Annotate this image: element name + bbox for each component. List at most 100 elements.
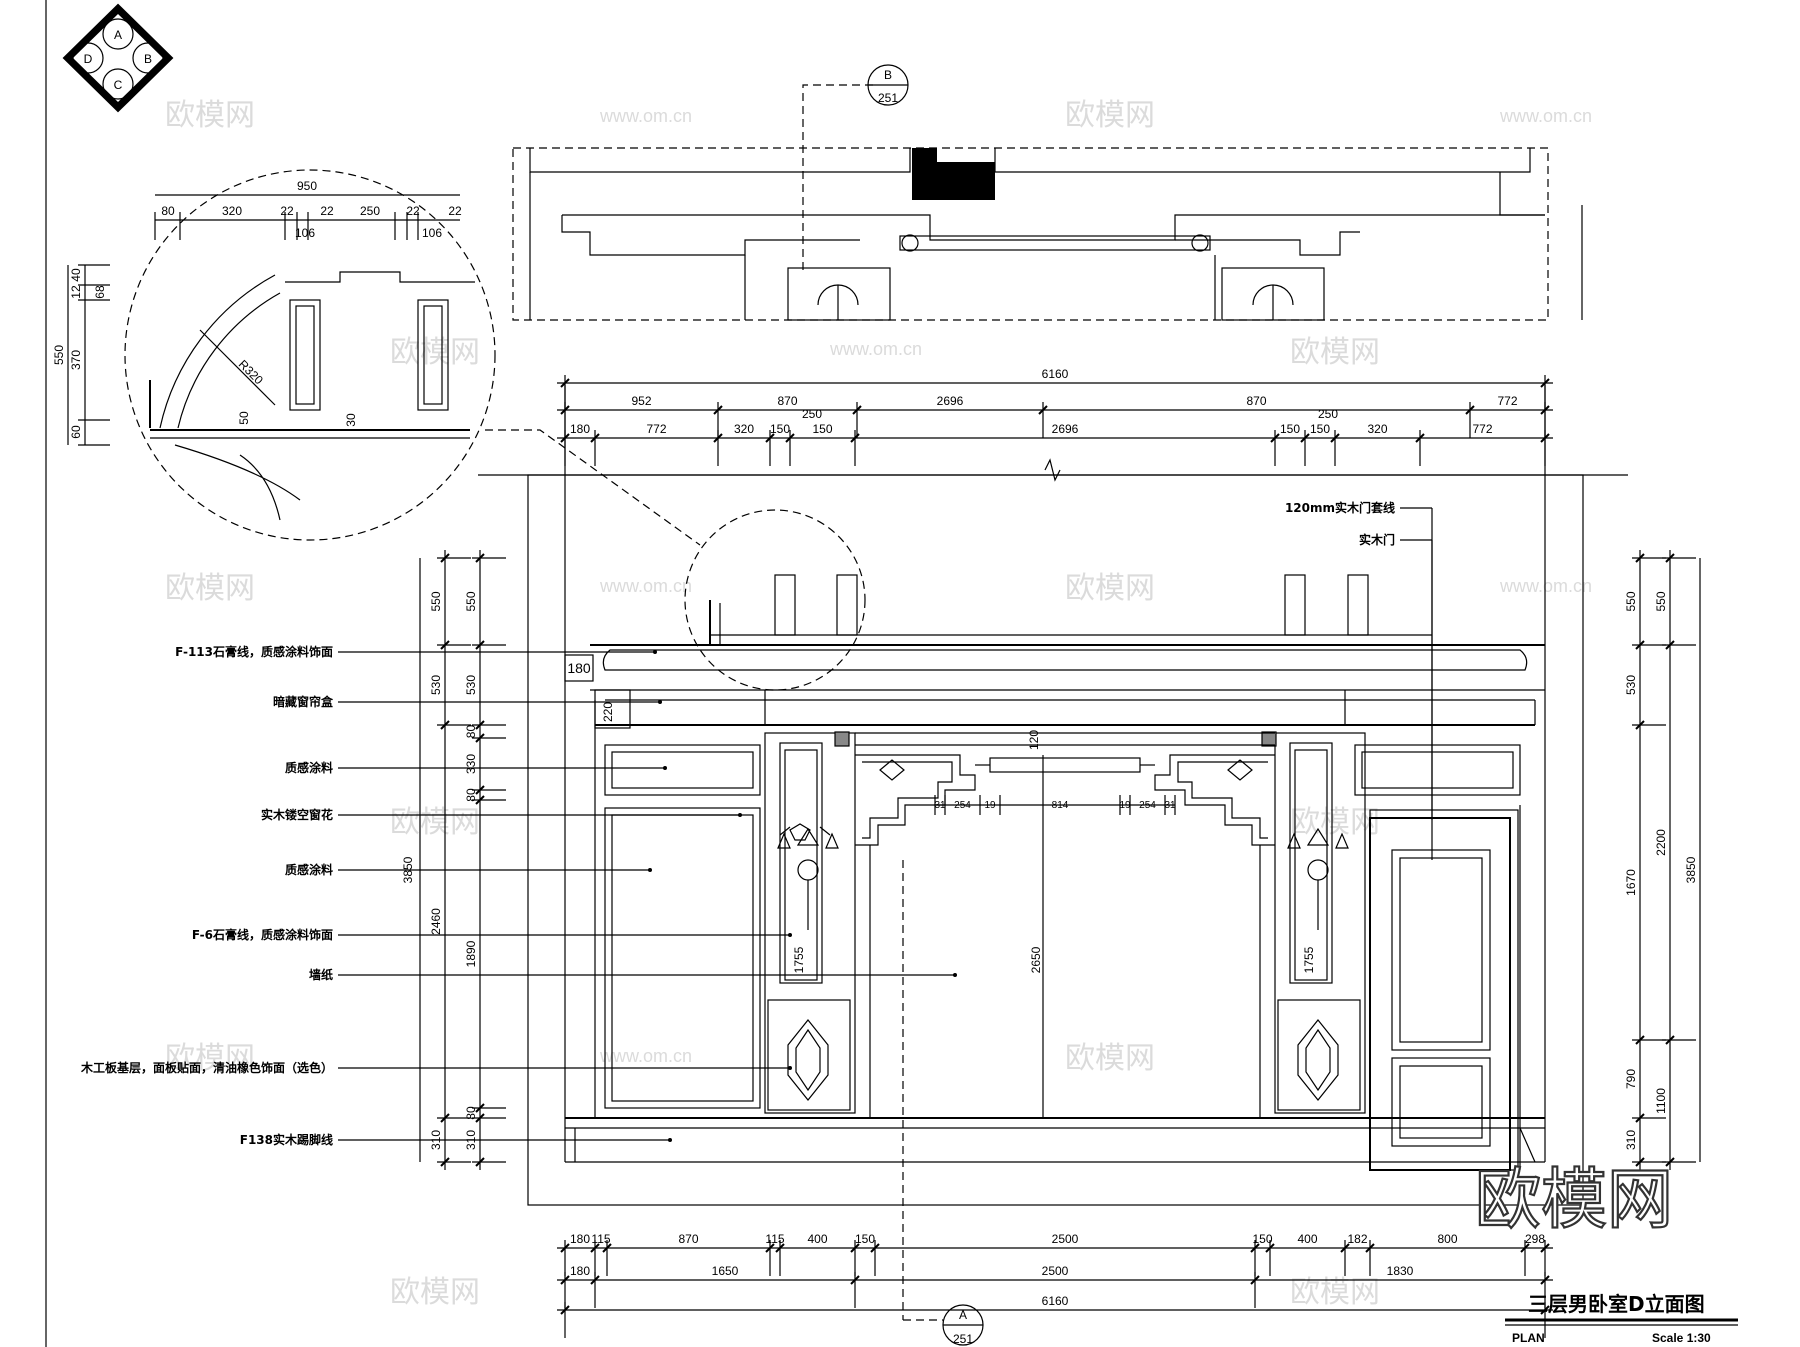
scale-label: Scale 1:30 [1652,1331,1711,1345]
compass-c: C [114,78,123,92]
dim-label: 530 [429,675,443,695]
dim-label: 80 [161,204,175,218]
dim-label: 80 [464,788,478,802]
dim-label: 254 [954,800,971,811]
dim-label: 550 [464,591,478,611]
dim-label: 31 [1164,800,1176,811]
dim-label: 330 [464,754,478,774]
svg-text:欧模网: 欧模网 [1065,571,1155,606]
watermark-large: 欧模网 [1475,1161,1673,1238]
svg-text:欧模网: 欧模网 [165,98,255,133]
compass-symbol: A B C D [62,3,174,113]
left-note: 质感涂料 [285,760,667,775]
dim-label: 106 [422,226,442,240]
note-text: 墙纸 [309,967,333,982]
note-text: 质感涂料 [285,862,333,877]
dim-label: 1890 [464,940,478,967]
plan-label: PLAN [1512,1331,1545,1345]
dim-label: 870 [678,1232,698,1246]
note-text: 实木镂空窗花 [261,807,333,822]
svg-text:欧模网: 欧模网 [165,571,255,606]
svg-text:欧模网: 欧模网 [390,805,480,840]
dim-label: 550 [1654,591,1668,611]
compass-d: D [84,52,93,66]
note-text: 暗藏窗帘盒 [273,694,334,709]
dim-label: 254 [1139,800,1156,811]
dim-label: 1100 [1654,1088,1668,1114]
detail-callout [124,169,866,691]
dim-label: 950 [297,179,317,193]
left-note: F-113石膏线，质感涂料饰面 [175,644,657,659]
dim-label: 800 [1437,1232,1457,1246]
dim-label: 400 [1297,1232,1317,1246]
dim-label: 180 [570,1232,590,1246]
dim-label: 814 [1052,800,1069,811]
right-note: 120mm实木门套线 [1285,500,1433,820]
dim-label: 250 [802,407,822,421]
dim-label: 1650 [712,1264,739,1278]
dim-label: 150 [855,1232,875,1246]
dim-label: 530 [1624,675,1638,695]
dim-label: 180 [570,422,590,436]
note-text: F-6石膏线，质感涂料饰面 [192,927,333,942]
dim-right-mid: 550 2200 1100 [1654,550,1696,1170]
dim-label: 40 [69,268,83,282]
dim-label: 1670 [1624,869,1638,896]
svg-text:www.om.cn: www.om.cn [599,576,692,596]
dim-label: 115 [765,1232,784,1246]
dim-label: 1830 [1387,1264,1414,1278]
dim-label: 2696 [1052,422,1079,436]
annotation-notes: F-113石膏线，质感涂料饰面暗藏窗帘盒质感涂料实木镂空窗花质感涂料F-6石膏线… [80,500,1433,1147]
plan-view [512,147,1583,321]
dim-label: 550 [52,345,66,365]
svg-text:欧模网: 欧模网 [1065,1041,1155,1076]
svg-text:欧模网: 欧模网 [1290,335,1380,370]
left-note: 木工板基层，面板贴面，清油橡色饰面（选色） [80,1060,792,1075]
compass-b: B [144,52,152,66]
dim-label: 19 [984,800,996,811]
svg-text:欧模网: 欧模网 [1290,805,1380,840]
dim-label: 250 [1318,407,1338,421]
dim-label: 320 [1367,422,1387,436]
title-block: 三层男卧室D立面图 PLAN Scale 1:30 [1505,1292,1738,1345]
dim-label: 68 [93,285,107,299]
dim-label: 115 [591,1232,610,1246]
dim-label: 772 [646,422,666,436]
dim-label: 2460 [429,908,443,935]
elevation [478,385,1628,1320]
dim-label: 12 [69,285,83,299]
watermarks: 欧模网 www.om.cn 欧模网 www.om.cn 欧模网 www.om.c… [165,98,1592,1310]
svg-text:www.om.cn: www.om.cn [599,1046,692,1066]
dim-label: 180 [570,1264,590,1278]
note-text: 木工板基层，面板贴面，清油橡色饰面（选色） [80,1060,333,1075]
dim-label: 530 [464,675,478,695]
dim-label: 150 [1310,422,1330,436]
dim-label: 2200 [1654,829,1668,856]
dim-label: 2650 [1029,946,1043,973]
dim-label: 22 [448,204,462,218]
section-bottom-letter: A [959,1308,967,1322]
dim-label: 150 [1252,1232,1272,1246]
dim-label: 1755 [1302,946,1316,973]
dim-label: 320 [222,204,242,218]
dim-label: 6160 [1042,1294,1069,1308]
dim-label: 772 [1497,394,1517,408]
left-note: 质感涂料 [285,862,652,877]
note-text: 质感涂料 [285,760,333,775]
dim-label: 150 [770,422,790,436]
dim-label: 870 [1246,394,1266,408]
dim-label: 60 [69,425,83,439]
dim-label: 150 [1280,422,1300,436]
dim-label: 870 [777,394,797,408]
dim-label: 550 [429,591,443,611]
section-top-letter: B [884,68,892,82]
dim-label: 220 [601,702,615,722]
left-note: 墙纸 [309,967,957,982]
